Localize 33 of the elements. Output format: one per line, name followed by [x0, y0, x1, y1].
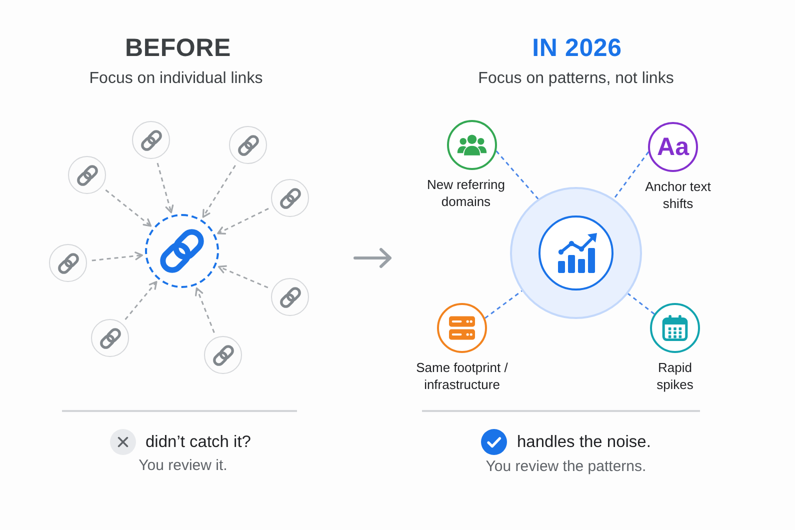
- link-circle: [204, 336, 242, 374]
- dashed-arrow: [202, 165, 236, 218]
- link-circle: [229, 126, 267, 164]
- link-circle: [91, 319, 129, 357]
- link-circle: [49, 244, 87, 282]
- dashed-connector-line: [484, 290, 522, 319]
- section-subtitle: Focus on patterns, not links: [477, 69, 675, 89]
- dashed-arrow: [92, 252, 143, 262]
- link-circle: [271, 278, 309, 316]
- note-text: You review the patterns.: [484, 457, 648, 477]
- dashed-arrow: [218, 265, 268, 288]
- typography-glyph: Aa: [657, 133, 689, 161]
- section-heading: BEFORE: [124, 33, 232, 63]
- note-text: You review it.: [138, 456, 228, 476]
- section-heading: IN 2026: [531, 33, 623, 63]
- link-circle: [68, 156, 106, 194]
- category-label: Anchor text shifts: [644, 178, 712, 212]
- section-subtitle: Focus on individual links: [88, 69, 264, 89]
- dashed-connector-line: [613, 151, 650, 200]
- status-text: handles the noise.: [517, 432, 651, 452]
- dashed-connector-line: [628, 293, 655, 315]
- dashed-arrow: [124, 281, 158, 320]
- dashed-arrow: [195, 287, 215, 333]
- category-label: Rapid spikes: [656, 359, 694, 393]
- dashed-arrow: [217, 208, 269, 234]
- dashed-connector-line: [496, 150, 539, 200]
- link-circle: [132, 121, 170, 159]
- dashed-arrow: [156, 162, 174, 214]
- category-label: New referring domains: [426, 176, 506, 210]
- link-circle: [271, 179, 309, 217]
- status-text: didn’t catch it?: [146, 432, 251, 452]
- dashed-arrow: [105, 189, 152, 227]
- category-label: Same footprint / infrastructure: [415, 359, 509, 393]
